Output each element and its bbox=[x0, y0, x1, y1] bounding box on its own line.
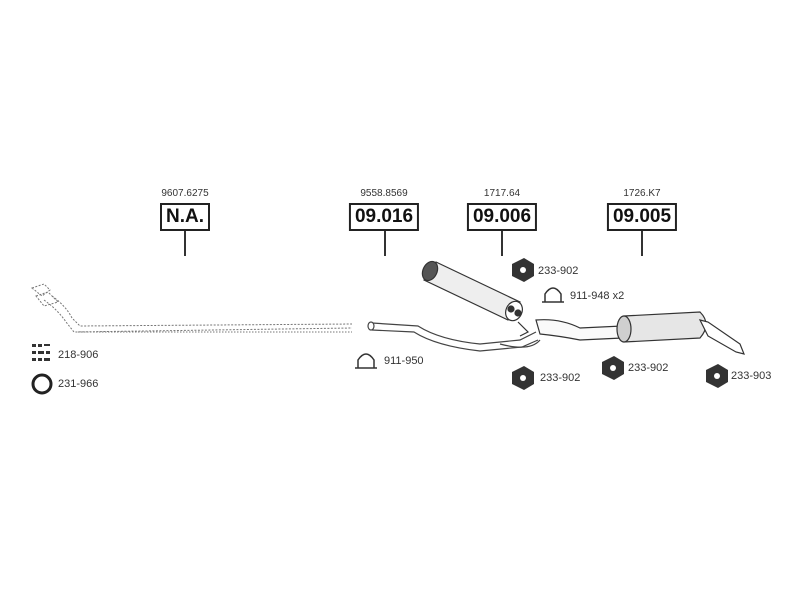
nut-icon bbox=[602, 356, 624, 380]
part-code-box-2: 09.016 bbox=[348, 203, 420, 231]
leader-line-2 bbox=[384, 231, 386, 256]
oem-number-1: 9607.6275 bbox=[161, 188, 209, 199]
clamp-icon bbox=[355, 353, 377, 369]
accessory-label-233-902-mid: 233-902 bbox=[540, 372, 581, 384]
nut-icon bbox=[706, 364, 728, 388]
intermediate-pipe-drawing bbox=[367, 321, 541, 352]
accessory-label-233-902-right: 233-902 bbox=[628, 362, 669, 374]
gasket-ring-icon bbox=[31, 373, 53, 395]
leader-line-3 bbox=[501, 231, 503, 256]
oem-number-4: 1726.K7 bbox=[623, 188, 661, 199]
accessory-label-911-950: 911-950 bbox=[384, 355, 424, 367]
nut-icon bbox=[512, 258, 534, 282]
part-code-box-1: N.A. bbox=[160, 203, 210, 231]
front-silencer-drawing bbox=[421, 260, 530, 337]
accessory-label-218-906: 218-906 bbox=[58, 349, 99, 361]
nut-icon bbox=[512, 366, 534, 390]
leader-line-1 bbox=[184, 231, 186, 256]
part-code-box-3: 09.006 bbox=[466, 203, 538, 231]
oem-number-2: 9558.8569 bbox=[360, 188, 408, 199]
front-pipe-drawing bbox=[30, 283, 353, 333]
accessory-label-911-948: 911-948 x2 bbox=[570, 290, 625, 302]
accessory-label-233-903: 233-903 bbox=[731, 370, 772, 382]
clamp-icon-x2 bbox=[542, 287, 564, 303]
rear-silencer-drawing bbox=[535, 311, 745, 355]
leader-line-4 bbox=[641, 231, 643, 256]
accessory-label-233-902-top: 233-902 bbox=[538, 265, 579, 277]
part-code-box-4: 09.005 bbox=[606, 203, 678, 231]
accessory-label-231-966: 231-966 bbox=[58, 378, 99, 390]
oem-number-3: 1717.64 bbox=[483, 188, 521, 199]
hardware-kit-icon bbox=[32, 344, 50, 361]
